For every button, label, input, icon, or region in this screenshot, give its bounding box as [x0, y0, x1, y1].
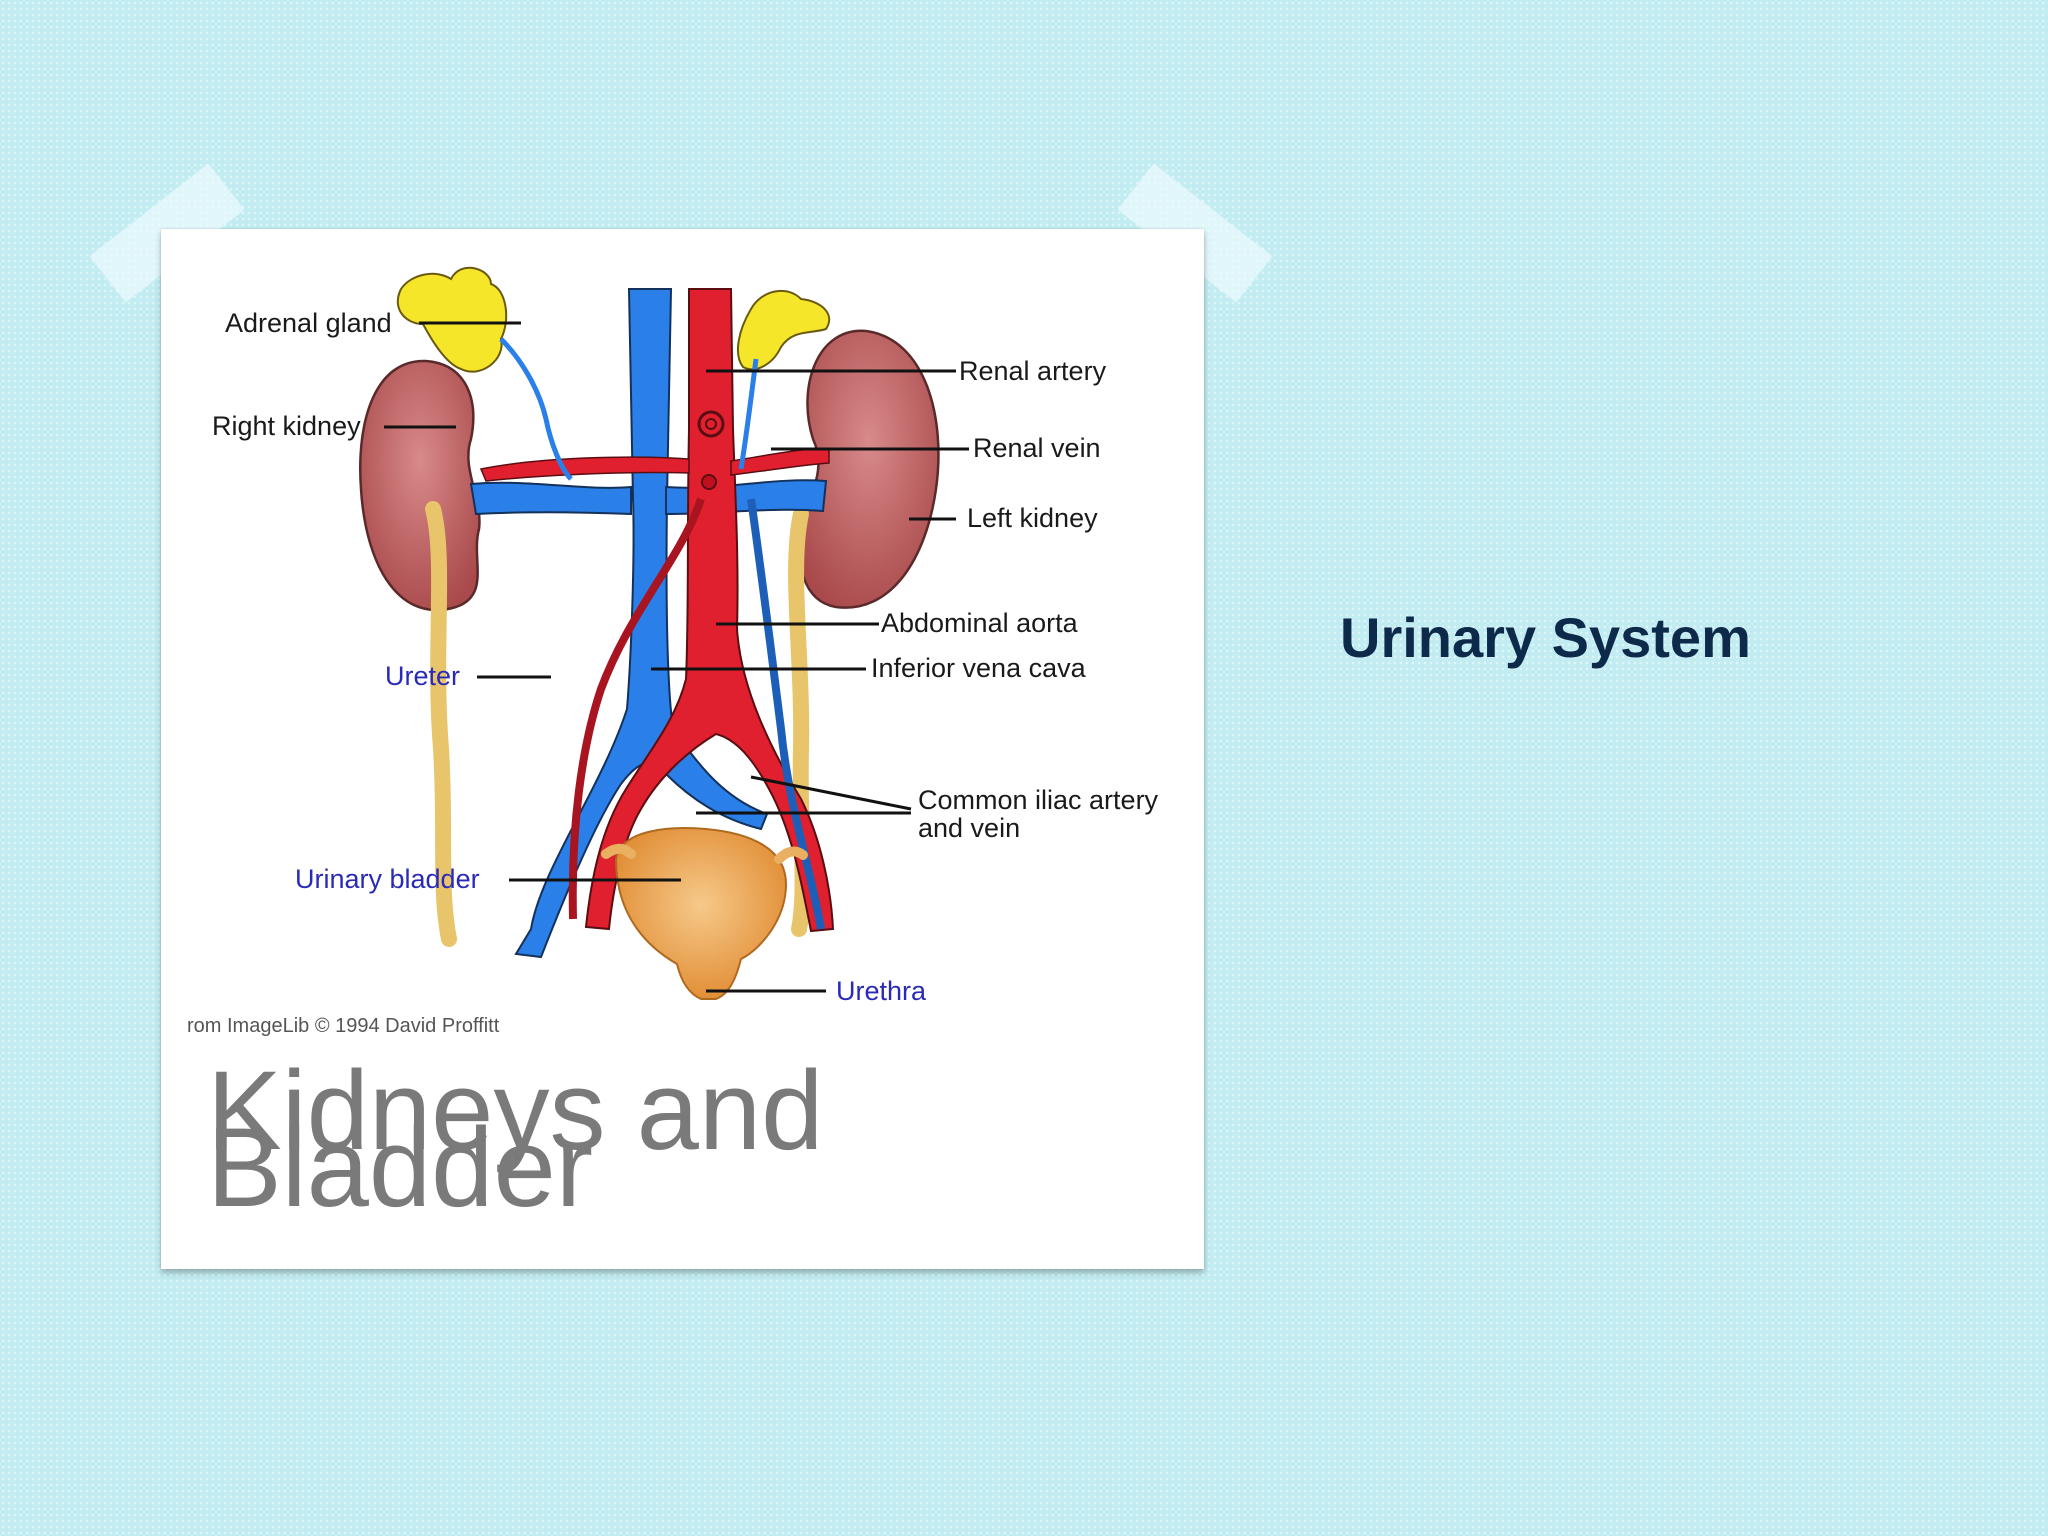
side-title: Urinary System [1340, 606, 1751, 669]
label-renal-artery: Renal artery [959, 356, 1107, 386]
slide-title-line2: Bladder [207, 1105, 594, 1230]
right-kidney [359, 359, 481, 612]
label-urethra: Urethra [836, 976, 927, 1006]
label-abdominal-aorta: Abdominal aorta [881, 608, 1079, 638]
label-ureter: Ureter [385, 661, 460, 691]
right-ureter [425, 501, 457, 947]
label-right-kidney: Right kidney [212, 411, 361, 441]
right-renal-artery [479, 456, 690, 482]
slide-title: Kidneys and Bladder [207, 1048, 824, 1224]
right-adrenal-gland [396, 266, 508, 373]
right-renal-vein [469, 481, 632, 516]
slide-title-line1: Kidneys and [207, 1048, 824, 1173]
label-urinary-bladder: Urinary bladder [295, 864, 480, 894]
image-credit: rom ImageLib © 1994 David Proffitt [187, 1015, 500, 1037]
label-inferior-vena-cava: Inferior vena cava [871, 653, 1087, 683]
label-renal-vein: Renal vein [973, 433, 1101, 463]
label-common-iliac-line1: Common iliac artery [918, 785, 1159, 815]
urinary-system-diagram: Adrenal gland Right kidney Ureter Urinar… [187, 266, 1159, 1037]
label-common-iliac-line2: and vein [918, 813, 1020, 843]
urinary-bladder [614, 827, 788, 1000]
left-adrenal-gland [736, 289, 831, 371]
left-kidney [798, 329, 940, 609]
label-left-kidney: Left kidney [967, 503, 1098, 533]
left-renal-artery [730, 447, 830, 476]
label-adrenal-gland: Adrenal gland [225, 308, 392, 338]
abdominal-aorta [584, 288, 835, 933]
